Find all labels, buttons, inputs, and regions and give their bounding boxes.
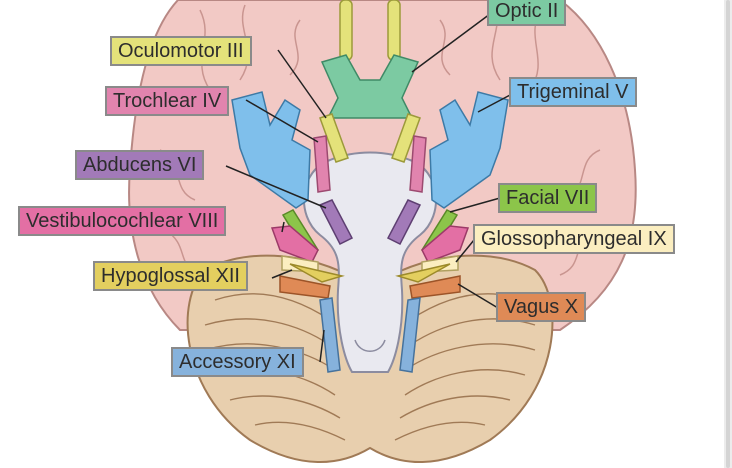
accessory-nerve: [319, 297, 421, 373]
trochlear-nerve: [313, 135, 427, 193]
abducens-nerve: [318, 199, 422, 246]
label-abducens: Abducens VI: [75, 150, 205, 180]
vestibulocochlear-nerve: [270, 225, 470, 263]
label-trochlear: Trochlear IV: [105, 86, 230, 116]
label-vagus: Vagus X: [496, 292, 587, 322]
label-accessory: Accessory XI: [171, 347, 304, 377]
oculomotor-nerve: [319, 113, 421, 163]
optic-nerve: [320, 54, 420, 119]
label-vestibulocochlear: Vestibulocochlear VIII: [18, 206, 227, 236]
hypoglossal-nerve: [289, 263, 451, 283]
olfactory-tracts: [339, 0, 401, 61]
label-oculomotor: Oculomotor III: [110, 36, 252, 66]
label-hypoglossal: Hypoglossal XII: [93, 261, 248, 291]
medulla-detail: [354, 339, 386, 352]
vagus-nerve: [279, 275, 461, 299]
label-trigeminal: Trigeminal V: [509, 77, 637, 107]
scrollbar-thumb[interactable]: [726, 0, 730, 468]
label-facial: Facial VII: [498, 183, 598, 213]
trigeminal-nerve: [231, 91, 509, 209]
leader-lines: [225, 13, 513, 363]
label-glossopharyngeal: Glossopharyngeal IX: [473, 224, 675, 254]
label-optic: Optic II: [487, 0, 567, 26]
